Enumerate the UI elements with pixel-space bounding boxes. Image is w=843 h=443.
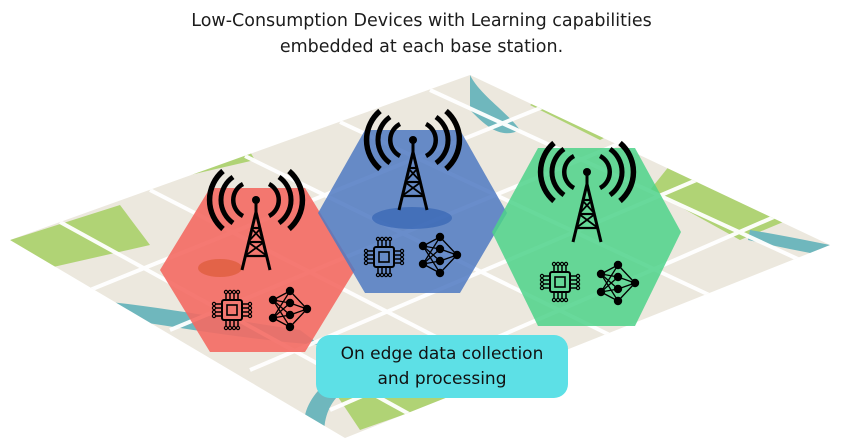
diagram-title: Low-Consumption Devices with Learning ca… xyxy=(0,8,843,60)
title-line-2: embedded at each base station. xyxy=(279,37,564,57)
map-feature-under-blue xyxy=(372,207,452,229)
map-feature-under-red xyxy=(198,259,242,277)
title-line-1: Low-Consumption Devices with Learning ca… xyxy=(191,11,652,31)
edge-processing-callout: On edge data collection and processing xyxy=(316,335,568,398)
callout-line-2: and processing xyxy=(377,368,507,389)
callout-line-1: On edge data collection xyxy=(340,343,544,364)
